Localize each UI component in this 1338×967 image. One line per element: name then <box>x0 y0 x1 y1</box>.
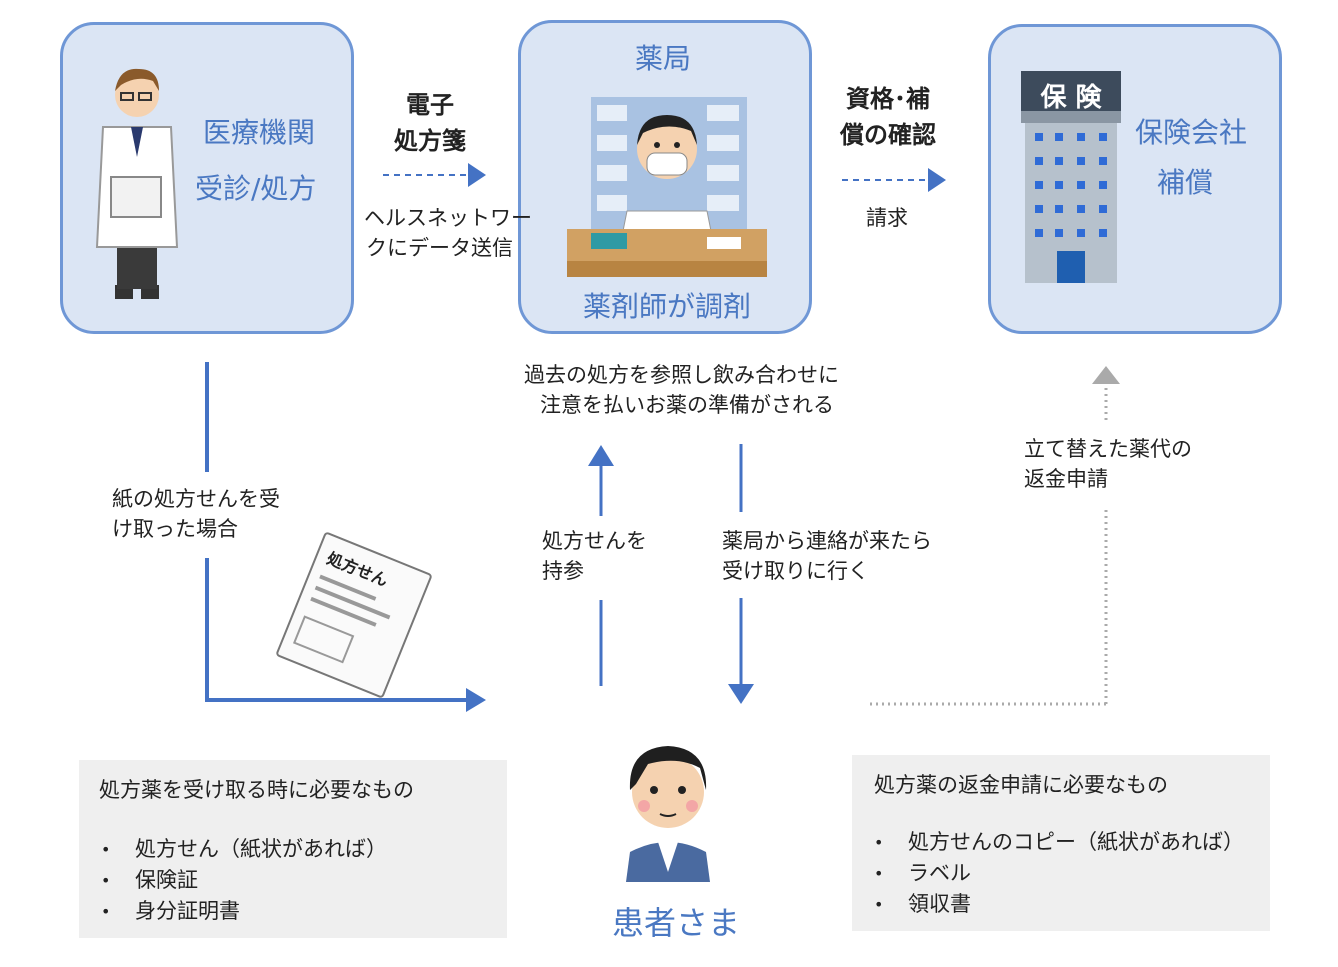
paper-route-arrow <box>205 362 486 712</box>
right-panel-list: 処方せんのコピー（紙状があれば） ラベル 領収書 <box>874 827 1244 920</box>
eprescription-bold-2: 処方箋 <box>394 127 466 155</box>
insurance-title: 保険会社 <box>1135 116 1248 149</box>
doctor-icon <box>95 68 179 299</box>
right-panel-title: 処方薬の返金申請に必要なもの <box>874 773 1168 797</box>
insurance-node: 保 険 保険会社 補償 <box>988 24 1282 334</box>
patient-label: 患者さま <box>612 904 741 942</box>
refund-arrow <box>870 366 1120 706</box>
left-panel-title: 処方薬を受け取る時に必要なもの <box>99 778 414 802</box>
pharmacy-note-2: 注意を払いお薬の準備がされる <box>540 393 834 417</box>
refund-label-2: 返金申請 <box>1024 467 1108 491</box>
pharmacist-icon <box>567 97 767 277</box>
list-item: ラベル <box>874 858 1244 889</box>
list-item: 処方せんのコピー（紙状があれば） <box>874 827 1244 858</box>
hospital-subtitle: 受診/処方 <box>195 172 317 205</box>
claim-arrow <box>842 168 946 192</box>
bring-prescription-arrow <box>588 445 614 686</box>
hospital-title: 医療機関 <box>203 116 316 149</box>
list-item: 領収書 <box>874 889 1244 920</box>
pharmacy-node: 薬局 薬剤師が調剤 <box>518 20 812 334</box>
list-item: 処方せん（紙状があれば） <box>101 834 387 865</box>
eprescription-sub-2: クにデータ送信 <box>366 236 513 260</box>
bring-label-1: 処方せんを <box>542 529 647 553</box>
left-panel-list: 処方せん（紙状があれば） 保険証 身分証明書 <box>101 834 387 927</box>
right-requirements-panel: 処方薬の返金申請に必要なもの 処方せんのコピー（紙状があれば） ラベル 領収書 <box>852 755 1270 931</box>
patient-icon <box>626 746 710 882</box>
insurance-sign-text: 保 険 <box>1040 83 1102 113</box>
paper-route-label-2: け取った場合 <box>112 517 238 541</box>
qualification-sub: 請求 <box>866 206 908 230</box>
pharmacy-caption: 薬剤師が調剤 <box>583 290 752 323</box>
insurance-subtitle: 補償 <box>1157 166 1214 199</box>
refund-label-1: 立て替えた薬代の <box>1024 437 1192 461</box>
list-item: 身分証明書 <box>101 896 387 927</box>
eprescription-bold-1: 電子 <box>406 91 454 119</box>
eprescription-arrow <box>383 163 486 187</box>
left-requirements-panel: 処方薬を受け取る時に必要なもの 処方せん（紙状があれば） 保険証 身分証明書 <box>79 760 507 938</box>
pickup-label-1: 薬局から連絡が来たら <box>722 529 932 553</box>
list-item: 保険証 <box>101 865 387 896</box>
pharmacy-note-1: 過去の処方を参照し飲み合わせに <box>524 363 839 387</box>
insurance-building-icon <box>1021 71 1121 283</box>
pharmacy-title: 薬局 <box>635 42 692 75</box>
hospital-node: 医療機関 受診/処方 <box>60 22 354 334</box>
paper-route-label-1: 紙の処方せんを受 <box>112 487 280 511</box>
qualification-bold-1: 資格･補 <box>846 85 930 113</box>
qualification-bold-2: 償の確認 <box>840 121 936 149</box>
pickup-label-2: 受け取りに行く <box>722 559 869 583</box>
eprescription-sub-1: ヘルスネットワー <box>364 206 532 230</box>
bring-label-2: 持参 <box>542 559 584 583</box>
pickup-arrow <box>728 444 754 704</box>
